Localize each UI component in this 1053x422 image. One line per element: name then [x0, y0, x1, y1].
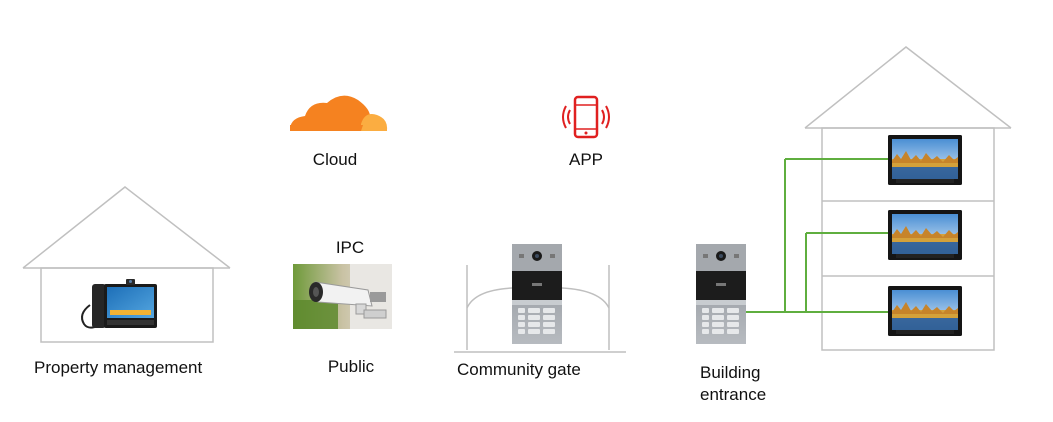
property-management-label: Property management	[34, 358, 203, 377]
video-desk-phone-icon	[81, 279, 157, 329]
cloud-icon	[290, 95, 388, 138]
property-management-house	[22, 186, 231, 343]
cloud-label: Cloud	[312, 150, 358, 169]
indoor-monitor-icon	[888, 286, 962, 336]
community-gate-label: Community gate	[457, 360, 581, 379]
building-entrance-door-station-icon	[696, 244, 746, 344]
security-camera-icon	[293, 264, 392, 329]
ipc-label: IPC	[335, 238, 365, 257]
indoor-monitor-icon	[888, 210, 962, 260]
residential-building	[804, 46, 1012, 351]
indoor-monitor-icon	[888, 135, 962, 185]
building-entrance-label-line1: Building	[700, 363, 761, 382]
building-entrance-label-line2: entrance	[700, 385, 767, 404]
smartphone-icon	[562, 95, 610, 139]
community-gate-door-station-icon	[512, 244, 562, 344]
app-label: APP	[568, 150, 604, 169]
community-gate	[454, 265, 626, 353]
wiring-lines	[746, 158, 889, 313]
public-label: Public	[327, 357, 375, 376]
